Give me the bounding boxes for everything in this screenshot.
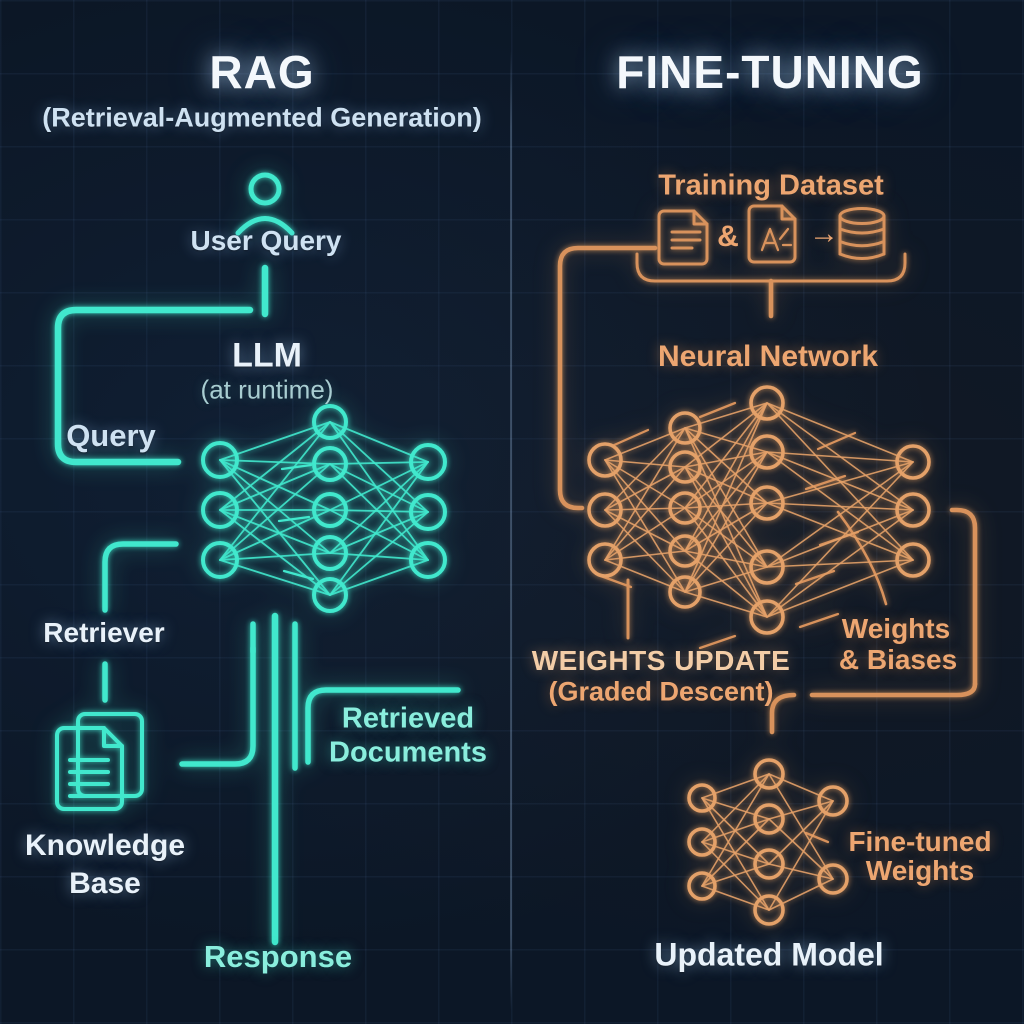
ampersand-glyph: &: [717, 220, 739, 253]
panel-divider: [510, 50, 512, 1010]
database-icon: [838, 207, 886, 260]
updated-model-label: Updated Model: [654, 936, 884, 973]
weights-biases-label-2: & Biases: [838, 644, 958, 675]
user-icon: [235, 172, 295, 236]
rag-title: RAG: [209, 46, 315, 98]
user-query-label: User Query: [190, 225, 342, 256]
training-dataset-label: Training Dataset: [658, 169, 884, 202]
retrieved-documents-label-1: Retrieved: [341, 702, 475, 735]
updated-model-network: [687, 758, 849, 926]
weights-biases-label-1: Weights: [841, 613, 951, 644]
query-label: Query: [66, 418, 156, 453]
finetune-network-detail-arrows: [596, 401, 860, 844]
llm-network: [201, 404, 447, 613]
llm-label: LLM: [232, 336, 302, 375]
knowledge-base-label-2: Base: [69, 867, 141, 900]
fine-tuned-weights-label-1: Fine-tuned: [848, 826, 992, 857]
finetune-flow-arrows: [557, 245, 978, 735]
labeled-data-file-icon: [747, 204, 797, 264]
finetune-network: [587, 385, 931, 635]
graded-descent-label: (Graded Descent): [548, 676, 774, 707]
weights-update-label: WEIGHTS UPDATE: [531, 645, 791, 676]
finetuning-title: FINE-TUNING: [616, 46, 924, 98]
llm-runtime-label: (at runtime): [200, 374, 334, 405]
neural-network-label: Neural Network: [657, 340, 879, 373]
rag-flow-arrows: [54, 264, 461, 946]
retrieved-documents-label-2: Documents: [329, 736, 487, 769]
knowledge-base-label-1: Knowledge: [24, 829, 186, 862]
training-document-icon: [657, 209, 709, 266]
fine-tuned-weights-label-2: Weights: [865, 855, 975, 886]
rag-subtitle: (Retrieval-Augmented Generation): [42, 102, 482, 133]
retriever-label: Retriever: [43, 617, 165, 648]
right-arrow-glyph: →: [809, 217, 839, 250]
response-label: Response: [203, 939, 353, 974]
document-stack-icon: [55, 712, 144, 811]
